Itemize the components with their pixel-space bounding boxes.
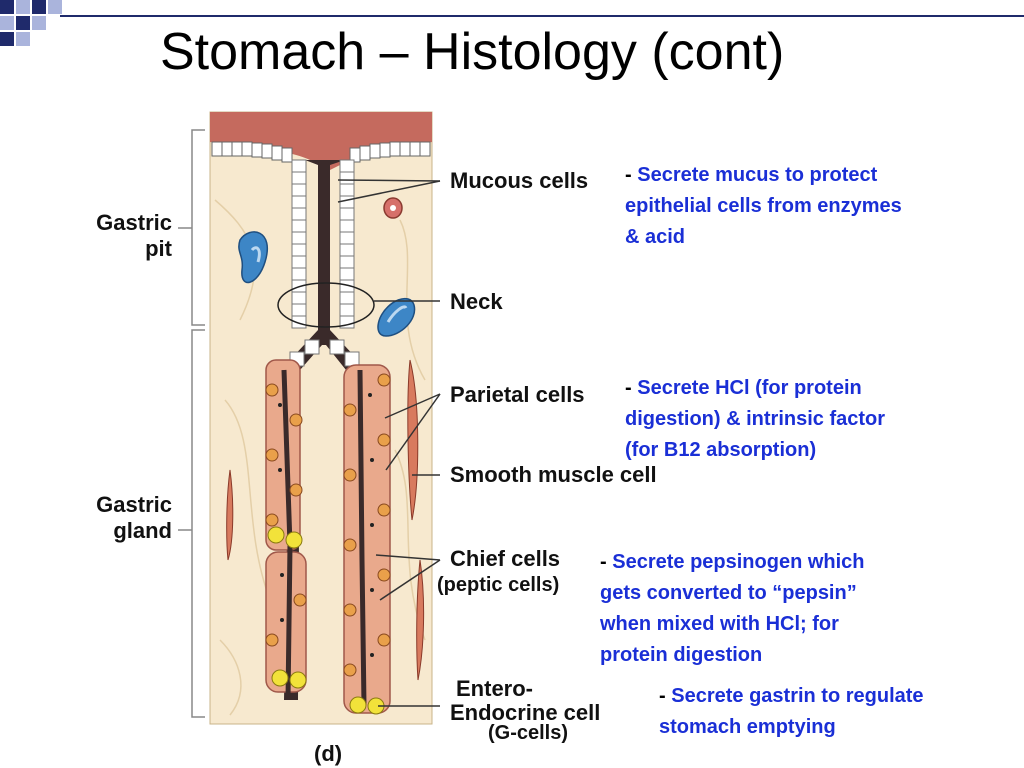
mucous-cells-right [339,159,355,329]
corner-square-navy-1 [0,0,14,14]
corner-square-light-1 [16,0,30,14]
gastric-gland-label-line1: Gastric [96,492,172,517]
surface-epithelium [211,141,431,163]
mucous-line-1: Secrete mucus to protect [637,164,878,186]
leader-lines [337,179,441,707]
slide-title: Stomach – Histology (cont) [160,23,785,81]
chief-cell-nuclei [278,393,374,657]
chief-line-1: Secrete pepsinogen which [612,551,865,573]
neck-label: Neck [450,289,503,314]
mucous-cells-left [291,159,307,329]
blood-vessels [238,197,416,337]
mucous-cells-label: Mucous cells [450,168,589,193]
entero-label-line1: Entero- [456,676,533,701]
parietal-cells-label: Parietal cells [450,382,585,407]
gastric-pit-label-line2: pit [145,236,172,261]
gastric-gland-label: Gastric gland [70,492,172,544]
mucous-line-3: & acid [625,226,686,248]
smooth-muscle-cells [226,359,425,681]
gland-left-branch [265,359,307,693]
mucous-dash: - [625,164,632,186]
entero-label-line2: Endocrine cell [450,700,601,725]
mucous-line-2: epithelial cells from enzymes [625,195,902,217]
chief-line-4: protein digestion [600,644,763,666]
neck-outline [277,282,375,328]
entero-dash: - [659,685,666,707]
enteroendocrine-cells [267,526,385,715]
right-lumen [357,369,367,706]
brackets [178,129,205,718]
corner-square-navy-4 [0,32,14,46]
chief-line-3: when mixed with HCl; for [600,613,839,635]
corner-square-light-2 [48,0,62,14]
chief-line-2: gets converted to “pepsin” [600,582,857,604]
neck-cells [289,339,360,367]
corner-square-navy-3 [16,16,30,30]
entero-description: - Secrete gastrin to regulate stomach em… [659,681,1019,743]
smooth-muscle-label: Smooth muscle cell [450,462,657,487]
corner-square-navy-2 [32,0,46,14]
gastric-gland-label-line2: gland [113,518,172,543]
corner-square-light-3 [0,16,14,30]
parietal-line-2: digestion) & intrinsic factor [625,408,886,430]
entero-alt-label: (G-cells) [488,722,569,744]
parietal-dash: - [625,377,632,399]
corner-square-light-5 [16,32,30,46]
parietal-line-3: (for B12 absorption) [625,439,817,461]
gastric-pit-label-line1: Gastric [96,210,172,235]
entero-line-2: stomach emptying [659,716,836,738]
chief-dash: - [600,551,607,573]
gastric-pit-label: Gastric pit [70,210,172,262]
chief-description: - Secrete pepsinogen which gets converte… [600,547,1010,671]
panel-label: (d) [314,741,343,766]
surface-mucosa [210,112,432,170]
parietal-line-1: Secrete HCl (for protein [637,377,862,399]
mucous-description: - Secrete mucus to protect epithelial ce… [625,160,1015,253]
gland-right-branch [343,364,391,714]
entero-line-1: Secrete gastrin to regulate [671,685,924,707]
parietal-cells [265,373,391,677]
chief-cells-alt-label: (peptic cells) [437,574,560,596]
corner-square-light-4 [32,16,46,30]
title-rule [60,15,1024,17]
parietal-description: - Secrete HCl (for protein digestion) & … [625,373,1015,466]
chief-cells-label: Chief cells [450,546,561,571]
